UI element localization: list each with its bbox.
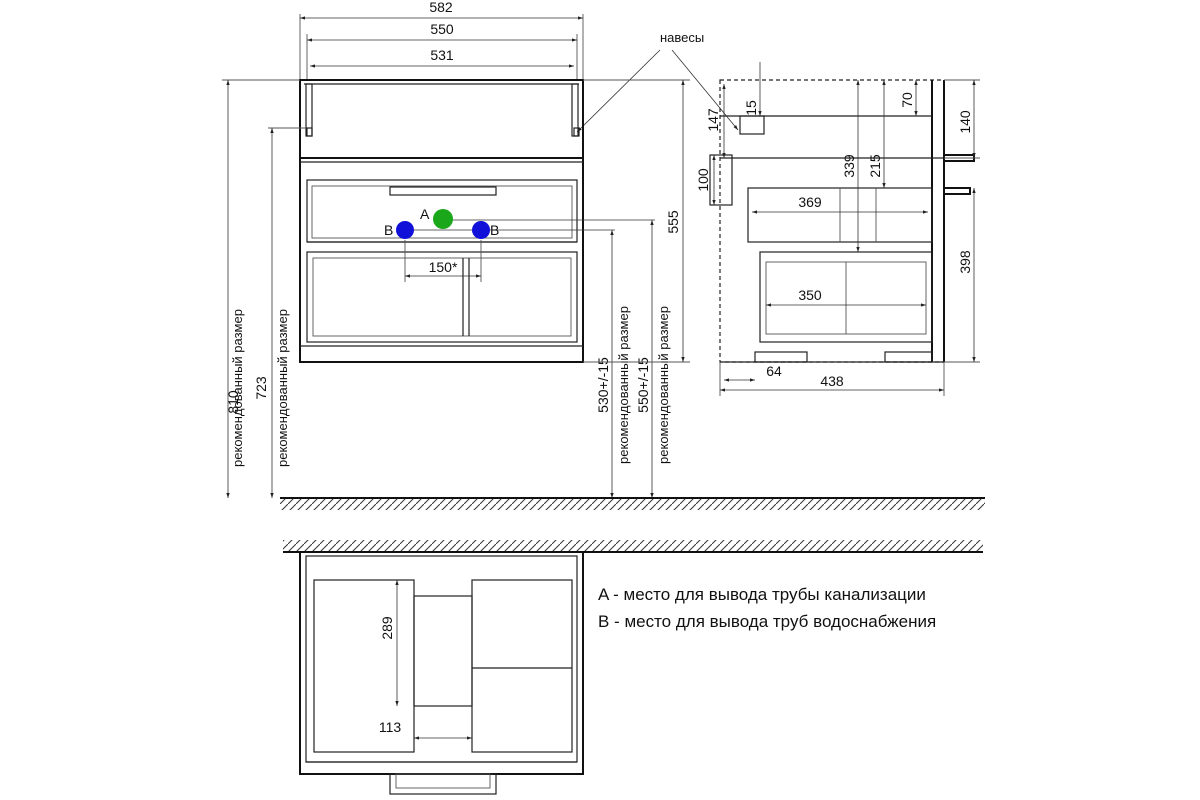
dim-15-label: 15 [743,100,759,116]
drawer-handle [389,186,497,196]
recommended-label-723: рекомендованный размер [275,309,290,467]
recommended-label-530: рекомендованный размер [616,306,631,464]
dim-530-label: 530+/-15 [595,357,611,413]
dim-810-label: 810 [225,390,241,414]
dim-289-label: 289 [379,616,395,640]
plan-cabinet-outline [299,551,584,775]
label-a: A [420,206,430,222]
floor-line [280,497,985,510]
dim-438-label: 438 [820,373,844,389]
dim-369-label: 369 [798,194,822,210]
label-b-right: B [490,222,499,238]
dim-723-label: 723 [253,376,269,400]
front-cabinet-outline [299,79,584,363]
dim-100-label: 100 [695,168,711,192]
dim-140-label: 140 [957,110,973,134]
water-point-b-left [396,221,414,239]
hinges-label: навесы [660,30,704,45]
dim-582-label: 582 [429,0,453,15]
dim-350-label: 350 [798,287,822,303]
dim-550-label: 550 [430,21,454,37]
legend-a: A - место для вывода трубы канализации [598,585,926,604]
drain-point-a [433,209,453,229]
dim-339-label: 339 [841,154,857,178]
plan-handle [389,773,497,795]
dim-555-label: 555 [665,210,681,234]
dim-113-label: 113 [379,719,402,735]
front-view: 582 550 531 навесы [222,0,739,498]
side-view: 369 350 147 15 70 140 339 215 100 398 64 [695,62,980,396]
plan-view: 289 113 [283,540,983,795]
dim-531-label: 531 [430,47,454,63]
recommended-label-810: рекомендованный размер [230,309,245,467]
dim-147-label: 147 [705,108,721,132]
dim-150-label: 150* [429,259,458,275]
recommended-label-550: рекомендованный размер [656,306,671,464]
dim-64-label: 64 [766,363,782,379]
dim-70-label: 70 [899,92,915,108]
dim-550v-label: 550+/-15 [635,357,651,413]
water-point-b-right [472,221,490,239]
dim-398-label: 398 [957,250,973,274]
dim-215-label: 215 [867,154,883,178]
label-b-left: B [384,222,393,238]
legend-b: B - место для вывода труб водоснабжения [598,612,936,631]
